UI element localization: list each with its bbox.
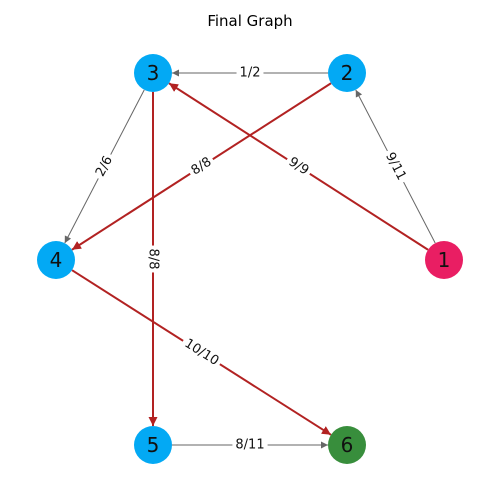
edge-label-bg-3-5 xyxy=(144,245,162,273)
edge-label-group-2-3: 1/2 xyxy=(236,64,264,82)
edge-label-bg-1-3 xyxy=(282,152,315,181)
edge-label-bg-2-4 xyxy=(185,152,218,181)
edge-label-bg-4-6 xyxy=(178,333,225,372)
edge-label-group-1-3: 9/9 xyxy=(282,152,315,181)
node-label-2: 2 xyxy=(341,61,354,85)
node-5 xyxy=(134,426,172,464)
edge-label-bg-3-4 xyxy=(90,150,119,183)
graph-title: Final Graph xyxy=(207,12,292,30)
edge-label-5-6: 8/11 xyxy=(235,438,264,453)
node-1 xyxy=(425,241,463,279)
edge-label-group-3-4: 2/6 xyxy=(90,150,119,183)
node-label-6: 6 xyxy=(341,433,354,457)
edge-label-2-3: 1/2 xyxy=(240,66,261,81)
node-3 xyxy=(134,54,172,92)
node-4 xyxy=(37,241,75,279)
nodes-layer: 1 2 3 4 5 6 xyxy=(37,54,463,464)
node-2 xyxy=(328,54,366,92)
edge-label-group-2-4: 8/8 xyxy=(185,152,218,181)
node-label-3: 3 xyxy=(147,61,160,85)
edge-label-4-6: 10/10 xyxy=(182,336,222,369)
edges-layer: 9/11 9/9 1/2 8/8 2/6 8/8 10/10 8/11 xyxy=(64,64,436,454)
node-label-5: 5 xyxy=(147,433,160,457)
edge-label-bg-2-3 xyxy=(236,64,264,82)
edge-label-group-4-6: 10/10 xyxy=(178,333,225,372)
edge-label-group-1-2: 9/11 xyxy=(379,146,412,187)
edge-label-bg-1-2 xyxy=(379,146,412,187)
edge-label-3-5: 8/8 xyxy=(146,249,161,270)
edge-label-group-5-6: 8/11 xyxy=(232,436,268,454)
node-label-1: 1 xyxy=(438,248,451,272)
edge-label-bg-5-6 xyxy=(232,436,268,454)
edge-label-group-3-5: 8/8 xyxy=(144,245,162,273)
node-label-4: 4 xyxy=(50,248,63,272)
node-6 xyxy=(328,426,366,464)
